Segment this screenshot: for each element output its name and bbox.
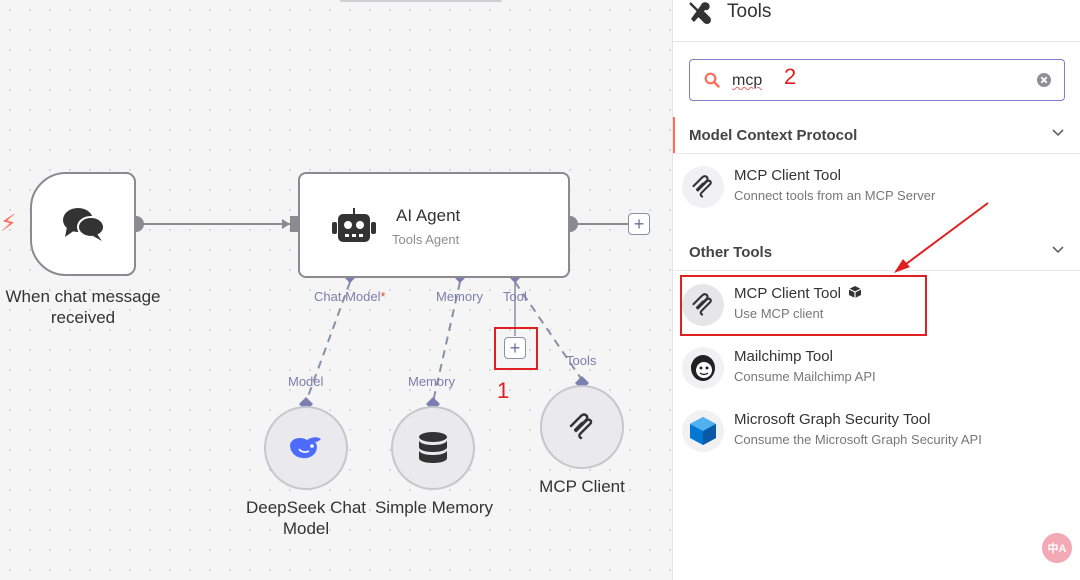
annotation-arrow [894, 202, 989, 273]
panel-title: Tools [727, 1, 772, 22]
tools-connector-label: Tools [566, 353, 597, 368]
item-title: MCP Client Tool [734, 285, 862, 302]
section-title: Other Tools [689, 244, 773, 261]
section-title: Model Context Protocol [689, 127, 858, 144]
trigger-bolt-icon: ⚡ [0, 210, 17, 237]
memory-handle-label: Memory [436, 289, 483, 304]
deepseek-node[interactable] [264, 406, 348, 490]
item-title: MCP Client Tool [734, 167, 841, 184]
tool-handle-label: Tool [503, 289, 527, 304]
workflow-canvas[interactable]: ⚡ When chat message received AI Agent To… [0, 0, 672, 580]
translate-fab-icon[interactable]: 中A [1042, 533, 1072, 563]
search-box[interactable] [689, 59, 1065, 101]
mailchimp-icon [691, 355, 715, 381]
list-item-mailchimp-tool[interactable]: Mailchimp Tool Consume Mailchimp API [673, 339, 1080, 397]
search-input[interactable] [732, 70, 1022, 92]
item-title: Mailchimp Tool [734, 348, 833, 365]
search-icon [704, 72, 720, 88]
item-icon-wrap [682, 410, 724, 452]
item-description: Connect tools from an MCP Server [734, 188, 936, 203]
item-title-text: MCP Client Tool [734, 285, 841, 302]
section-accent-bar [673, 117, 675, 153]
section-other-tools[interactable]: Other Tools [673, 234, 1080, 270]
item-description: Consume Mailchimp API [734, 369, 876, 384]
clear-search-icon[interactable] [1036, 72, 1052, 88]
item-icon-wrap [682, 347, 724, 389]
tools-connection-line [514, 281, 583, 381]
list-item-microsoft-graph-security-tool[interactable]: Microsoft Graph Security Tool Consume th… [673, 402, 1080, 460]
package-icon [848, 286, 862, 298]
list-item-mcp-client-tool[interactable]: MCP Client Tool Connect tools from an MC… [673, 158, 1080, 216]
annotation-box-1 [494, 327, 538, 370]
memory-connection-line [432, 281, 461, 403]
simple-memory-label: Simple Memory [374, 498, 494, 517]
divider [673, 270, 1080, 271]
mcp-icon [569, 413, 593, 440]
microsoft-graph-icon [690, 417, 716, 445]
database-icon [419, 432, 447, 463]
item-description: Consume the Microsoft Graph Security API [734, 432, 982, 447]
model-connection-line [305, 281, 351, 403]
item-description: Use MCP client [734, 306, 824, 321]
simple-memory-node[interactable] [391, 406, 475, 490]
list-item-mcp-client-tool-community[interactable]: MCP Client Tool Use MCP client [673, 276, 1080, 334]
required-marker: * [380, 289, 386, 304]
mcp-icon [692, 293, 712, 316]
agent-title: AI Agent [396, 206, 461, 225]
canvas-top-bar [340, 0, 502, 2]
item-icon-wrap [682, 284, 724, 326]
trigger-node[interactable] [30, 172, 136, 276]
chat-model-handle-label: Chat Model* [314, 289, 386, 304]
model-connector-label: Model [288, 374, 324, 389]
tools-panel: Tools 2 Model Context Protocol [672, 0, 1080, 580]
item-title: Microsoft Graph Security Tool [734, 411, 931, 428]
chevron-down-icon [1052, 246, 1064, 254]
chat-bubbles-icon [63, 208, 105, 241]
trigger-node-label: When chat message received [5, 287, 161, 327]
chevron-down-icon [1052, 129, 1064, 137]
connection-arrow [282, 219, 290, 229]
divider [673, 153, 1080, 154]
annotation-number-1: 1 [497, 378, 510, 403]
deepseek-node-label: DeepSeek Chat Model [236, 497, 376, 539]
add-tool-button[interactable]: + [504, 337, 526, 359]
item-icon-wrap [682, 166, 724, 208]
add-next-node-button[interactable]: + [628, 213, 650, 235]
mcp-client-label: MCP Client [539, 477, 625, 496]
ai-agent-node[interactable]: AI Agent Tools Agent [298, 172, 570, 278]
deepseek-label-line1: DeepSeek Chat [245, 498, 367, 517]
agent-subtitle: Tools Agent [392, 232, 460, 247]
deepseek-whale-icon [290, 437, 321, 459]
panel-header: Tools [673, 0, 1080, 42]
mcp-icon [692, 175, 712, 198]
chat-model-label-text: Chat Model [314, 289, 381, 304]
section-model-context-protocol[interactable]: Model Context Protocol [673, 117, 1080, 153]
tools-wrench-icon [689, 2, 711, 24]
robot-icon [332, 208, 376, 242]
deepseek-label-line2: Model [282, 519, 330, 538]
annotation-number-2: 2 [784, 64, 797, 89]
annotation-box-2 [680, 275, 927, 336]
agent-input-handle[interactable] [290, 216, 298, 232]
mcp-client-node[interactable] [540, 385, 624, 469]
memory-connector-label: Memory [408, 374, 455, 389]
